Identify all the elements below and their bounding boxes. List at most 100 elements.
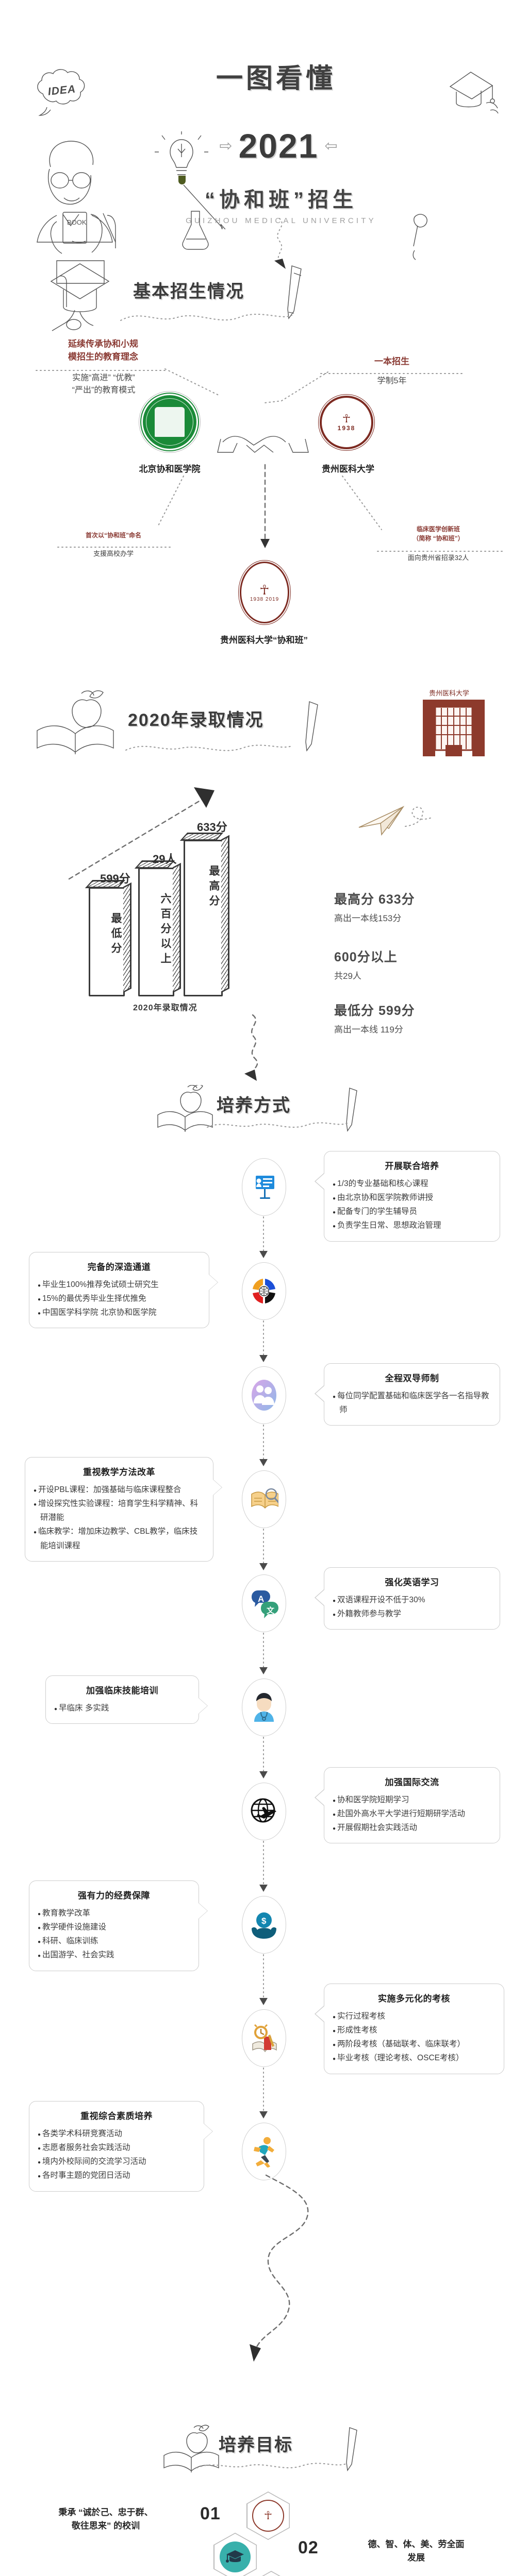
gmu-seal-emblem: ☥ — [342, 412, 351, 425]
training-card-3-title: 重视教学方法改革 — [83, 1467, 155, 1477]
training-card-3-item-2: 临床教学：增加床边教学、CBL教学，临床技能培训课程 — [34, 1524, 205, 1552]
training-card-1: 完备的深造通道 毕业生100%推荐免试硕士研究生 15%的最优秀毕业生择优推免 … — [29, 1252, 218, 1329]
gmu-note-heading: 临床医学创新班 （简称 “协和班”） — [412, 526, 464, 542]
training-card-1-item-0: 毕业生100%推荐免试硕士研究生 — [38, 1278, 201, 1292]
sun-smile-icon — [250, 2571, 293, 2576]
training-card-7-item-3: 出国游学、社会实践 — [38, 1948, 190, 1962]
bar-lowest-score: 最低分 — [85, 880, 131, 996]
training-card-6-item-2: 开展假期社会实践活动 — [333, 1821, 491, 1835]
pumc-note-sub: 支援高校办学 — [93, 550, 134, 557]
section-head-enroll2020: 2020年录取情况 贵州医科大学 — [0, 680, 528, 768]
flow-spine — [259, 1212, 268, 2119]
training-card-5: 加强临床技能培训 早临床 多实践 — [45, 1675, 207, 1724]
training-card-9-item-1: 志愿者服务社会实践活动 — [38, 2141, 195, 2155]
joint-seal-emblem: ☥ — [259, 582, 270, 598]
gmu-seal-year: 1938 — [337, 425, 356, 432]
divider-dotted-3 — [57, 547, 172, 548]
joint-seal-icon: ☥ 1938 2019 — [240, 562, 289, 623]
gmu-seal-icon-goal: ☥ — [246, 2492, 290, 2540]
curved-arrow-down-3 — [250, 2174, 309, 2362]
training-card-7-item-2: 科研、临床训练 — [38, 1934, 190, 1948]
training-card-7-title: 强有力的经费保障 — [78, 1891, 150, 1901]
translate-bubbles-icon: A 文 — [242, 1574, 286, 1632]
hero-title: 一图看懂 — [216, 64, 336, 94]
training-card-3-item-0: 开设PBL课程：加强基础与临床课程整合 — [34, 1483, 205, 1497]
leader-line-4 — [342, 476, 382, 530]
training-card-0-item-0: 1/3的专业基础和核心课程 — [333, 1177, 491, 1191]
backpack-student-sketch-icon: BOOK — [41, 211, 150, 291]
page-title-enroll2020: 2020年录取情况 — [128, 710, 264, 730]
bar-label-2: 最高分 — [208, 865, 220, 910]
hero-year-row: ⇨ 2021 ⇦ — [170, 126, 387, 165]
stat-2-detail: 高出一本线 119分 — [334, 1025, 403, 1035]
section-head-training: 培养方式 — [0, 1084, 528, 1149]
wavy-underline-2 — [125, 744, 292, 751]
training-card-7-item-0: 教育教学改革 — [38, 1906, 190, 1920]
divider-dotted-1 — [36, 370, 169, 371]
color-wheel-icon — [242, 1262, 286, 1320]
page-title-admission: 基本招生情况 — [133, 282, 244, 301]
gmu-note-sub: 面向贵州省招录32人 — [407, 554, 469, 562]
enrollment-bar-chart: 最低分 599分 六百分以上 29人 最高分 633分 2020年录取情况 最高… — [0, 768, 528, 1087]
microphone-sketch-icon — [402, 211, 438, 270]
training-card-9-item-2: 境内外校际间的交流学习活动 — [38, 2155, 195, 2168]
training-card-8-item-2: 两阶段考核（基础联考、临床联考） — [333, 2037, 496, 2051]
pencil-sketch-icon-4 — [340, 2426, 366, 2477]
training-card-1-item-1: 15%的最优秀毕业生择优推免 — [38, 1292, 201, 1306]
lightbulb-icon — [155, 130, 248, 234]
page-title-training: 培养方式 — [217, 1096, 291, 1115]
training-card-6-title: 加强国际交流 — [385, 1777, 439, 1787]
hero-english: GUIZHOU MEDICAL UNIVERCITY — [186, 216, 376, 225]
svg-text:$: $ — [261, 1916, 267, 1926]
training-card-2-item-0: 每位同学配置基础和临床医学各一名指导教师 — [333, 1389, 491, 1417]
stat-2-label: 最低分 599分 — [334, 1004, 415, 1018]
stat-0-label: 最高分 633分 — [334, 892, 415, 907]
training-card-9: 重视综合素质培养 各类学术科研竞赛活动 志愿者服务社会实践活动 境内外校际间的交… — [29, 2101, 212, 2192]
two-people-icon — [242, 1366, 286, 1424]
goal-1-number: 02 — [298, 2538, 319, 2557]
gmu-seal-icon: ☥ 1938 — [320, 396, 373, 449]
curved-arrow-down-2 — [244, 1014, 258, 1081]
hero-banner: IDEA — [0, 0, 528, 258]
training-card-6: 加强国际交流 协和医学院短期学习 赴国外高水平大学进行短期研学活动 开展假期社会… — [316, 1767, 500, 1844]
training-card-6-item-0: 协和医学院短期学习 — [333, 1793, 491, 1807]
hero-year: 2021 — [238, 127, 319, 165]
section-head-admission: BOOK — [0, 211, 528, 335]
divider-dotted-2 — [320, 373, 464, 374]
graduation-cap-sketch-icon — [441, 67, 503, 121]
svg-text:A: A — [258, 1594, 264, 1604]
training-card-8-item-0: 实行过程考核 — [333, 2009, 496, 2023]
bar-value-0: 599分 — [100, 872, 130, 885]
wavy-underline-3 — [207, 1122, 348, 1128]
svg-text:贵州医科大学: 贵州医科大学 — [429, 689, 469, 697]
concept-heading: 延续传承协和小规 模招生的教育理念 — [68, 339, 138, 362]
stat-1-label: 600分以上 — [334, 950, 398, 964]
flask-sketch-icon — [178, 208, 214, 262]
joint-seal-years: 1938 2019 — [250, 596, 279, 602]
arrow-right-icon: ⇨ — [219, 137, 233, 155]
training-card-5-item-0: 早临床 多实践 — [54, 1701, 190, 1715]
stat-0-detail: 高出一本线153分 — [334, 913, 402, 923]
training-card-2: 全程双导师制 每位同学配置基础和临床医学各一名指导教师 — [316, 1363, 500, 1426]
training-flow: 开展联合培养 1/3的专业基础和核心课程 由北京协和医学院教师讲授 配备专门的学… — [0, 1149, 528, 2421]
presentation-board-icon — [242, 1158, 286, 1216]
pencil-sketch-icon — [278, 263, 315, 327]
chart-caption: 2020年录取情况 — [133, 1004, 197, 1012]
pumc-note-heading: 首次以“协和班”命名 — [85, 532, 141, 539]
training-card-6-item-1: 赴国外高水平大学进行短期研学活动 — [333, 1807, 491, 1821]
training-card-3: 重视教学方法改革 开设PBL课程：加强基础与临床课程整合 增设探究性实验课程：培… — [25, 1457, 222, 1562]
training-card-8: 实施多元化的考核 实行过程考核 形成性考核 两阶段考核（基础联考、临床联考） 毕… — [316, 1984, 504, 2074]
goals-list: 秉承 “诚於己、忠于群、 敬往思来” 的校训 01 ☥ — [0, 2492, 528, 2576]
student-illustration — [26, 133, 124, 257]
training-card-3-item-1: 增设探究性实验课程：培育学生科学精神、科研潜能 — [34, 1497, 205, 1524]
training-card-8-item-1: 形成性考核 — [333, 2023, 496, 2037]
doctor-avatar-icon — [242, 1679, 286, 1736]
admission-basics: 延续传承协和小规 模招生的教育理念 实施“高进” “优教” “严出”的教育模式 … — [0, 335, 528, 680]
batch-subtext: 学制5年 — [377, 377, 407, 385]
gmu-name: 贵州医科大学 — [322, 464, 374, 474]
training-card-4: 强化英语学习 双语课程开设不低于30% 外籍教师参与教学 — [316, 1567, 500, 1630]
bar-value-2: 633分 — [197, 821, 227, 834]
graduation-cap-icon — [213, 2533, 257, 2576]
training-card-2-title: 全程双导师制 — [385, 1374, 439, 1383]
